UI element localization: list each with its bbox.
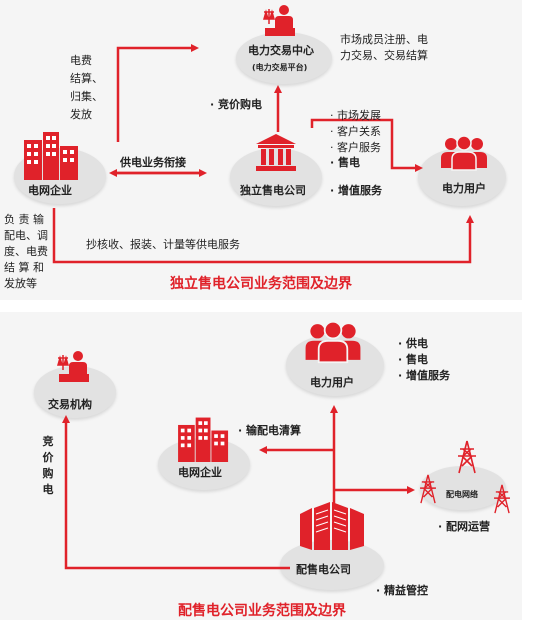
- node-bg-independent-retailer: [230, 148, 322, 206]
- retailer-services-list: · 市场发展 · 客户关系 · 客户服务: [330, 109, 381, 154]
- node-trading-center: 电力交易中心: [248, 44, 314, 57]
- users-group-icon: [305, 320, 361, 364]
- node-trading-platform: (电力交易平台): [252, 63, 308, 72]
- grid-settlement-label: 电费 结算、 归集、 发放: [70, 54, 103, 121]
- trading-center-services: 市场成员注册、电 力交易、交易结算: [340, 33, 428, 62]
- node-dist-retail-company: 配售电公司: [296, 563, 351, 576]
- node-grid-company: 电网企业: [28, 184, 72, 197]
- node-independent-retailer: 独立售电公司: [240, 184, 306, 197]
- value-added-label: · 增值服务: [330, 184, 383, 197]
- node-grid-company-2: 电网企业: [178, 466, 222, 479]
- caption-independent-retailer: 独立售电公司业务范围及边界: [170, 276, 352, 292]
- caption-dist-retail-company: 配售电公司业务范围及边界: [178, 603, 346, 619]
- bid-purchase-label: · 竞价购电: [210, 98, 263, 111]
- lean-management-label: · 精益管控: [376, 584, 429, 597]
- network-operation-label: · 配网运营: [438, 520, 491, 533]
- user-services-list: · 供电 · 售电 · 增值服务: [398, 337, 451, 382]
- grid-duties-label: 负 责 输 配电、调 度、电费 结 算 和 发放等: [4, 213, 48, 290]
- supply-link-label: 供电业务衔接: [120, 156, 186, 169]
- transmission-settlement-label: · 输配电清算: [238, 424, 302, 437]
- bank-building-icon: [256, 134, 296, 171]
- node-power-user: 电力用户: [442, 182, 486, 195]
- bid-purchase-vertical: 竞 价 购 电: [42, 435, 54, 496]
- server-rack-icon: [300, 502, 364, 550]
- city-buildings-icon: [24, 132, 78, 180]
- power-tower-icon: [420, 474, 436, 504]
- judge-icon: [263, 5, 295, 36]
- city-buildings-icon: [178, 417, 229, 462]
- power-tower-icon: [494, 484, 510, 514]
- node-bg-trading-center: [236, 32, 332, 84]
- power-tower-icon: [458, 440, 476, 474]
- node-power-user-2: 电力用户: [310, 376, 354, 389]
- sell-power-label: · 售电: [330, 156, 361, 169]
- node-trading-org: 交易机构: [48, 398, 92, 411]
- node-distribution-network: 配电网络: [446, 490, 478, 499]
- judge-icon: [57, 351, 89, 382]
- users-group-icon: [441, 135, 487, 171]
- meter-services-label: 抄核收、报装、计量等供电服务: [86, 238, 240, 251]
